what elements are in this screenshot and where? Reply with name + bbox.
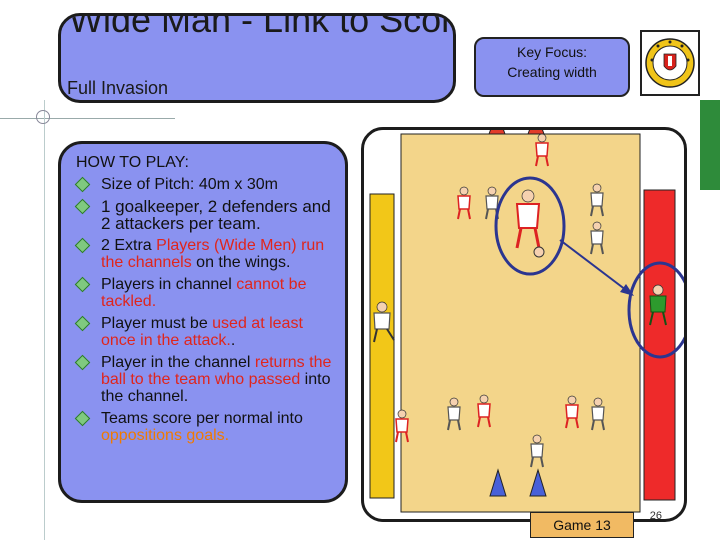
rule-text: returns the ball to the team who passed bbox=[101, 354, 332, 388]
game-label: Game 13 bbox=[530, 512, 634, 538]
red-player bbox=[565, 395, 579, 429]
slide-title: Wide Man - Link to Score bbox=[69, 13, 456, 40]
how-to-play-heading: HOW TO PLAY: bbox=[76, 154, 189, 171]
rule-text: cannot be tackled. bbox=[101, 276, 307, 310]
rule-item: Player must be used at least once in the… bbox=[73, 315, 341, 349]
bullet-diamond-icon bbox=[74, 176, 91, 193]
rule-text: Size of Pitch: 40m x 30m bbox=[101, 176, 278, 193]
rule-text: 2 Extra bbox=[101, 237, 157, 254]
white-player bbox=[591, 397, 605, 431]
rule-text: Teams score per normal into bbox=[101, 410, 303, 427]
rule-text: oppositions goals. bbox=[101, 427, 230, 444]
decorative-line bbox=[44, 100, 45, 540]
highlight-ring-attacker bbox=[494, 176, 566, 276]
red-player bbox=[515, 189, 545, 258]
bottom-left-goal bbox=[489, 468, 507, 497]
rule-text: into the channel. bbox=[101, 371, 331, 405]
rule-text: Players (Wide Men) run the channels bbox=[101, 237, 325, 271]
side-strip bbox=[700, 100, 720, 190]
decorative-line bbox=[0, 118, 175, 119]
bullet-diamond-icon bbox=[74, 354, 91, 371]
left-channel bbox=[369, 193, 395, 499]
bullet-diamond-icon bbox=[74, 315, 91, 332]
crest-icon bbox=[645, 38, 695, 88]
wide-man-right bbox=[649, 284, 667, 326]
rule-text: Player must be bbox=[101, 315, 213, 332]
rule-text: 1 goalkeeper, 2 defenders and 2 attacker… bbox=[101, 197, 331, 233]
title-panel: Wide Man - Link to Score Full Invasion bbox=[58, 13, 456, 103]
bottom-right-goal bbox=[529, 468, 547, 497]
bullet-diamond-icon bbox=[74, 237, 91, 254]
key-focus-title: Key Focus: bbox=[516, 44, 588, 60]
decorative-circle bbox=[36, 110, 50, 124]
white-player bbox=[590, 183, 604, 217]
page-number: 26 bbox=[649, 510, 662, 522]
red-player bbox=[395, 409, 409, 443]
rule-text: Players in channel bbox=[101, 276, 237, 293]
top-right-goal bbox=[527, 110, 545, 135]
arrow-head bbox=[620, 284, 634, 296]
slide-subtitle: Full Invasion bbox=[67, 78, 169, 98]
pitch-area bbox=[400, 133, 641, 513]
red-player bbox=[457, 186, 471, 220]
white-player bbox=[590, 221, 604, 255]
rule-text: on the wings. bbox=[191, 254, 291, 271]
red-player bbox=[477, 394, 491, 428]
bullet-diamond-icon bbox=[74, 410, 91, 427]
pass-arrow bbox=[559, 239, 627, 291]
rule-text: used at least once in the attack. bbox=[101, 315, 303, 349]
rules-list: Size of Pitch: 40m x 30m 1 goalkeeper, 2 … bbox=[73, 176, 341, 449]
pitch-diagram bbox=[361, 110, 693, 522]
pitch-svg bbox=[369, 110, 693, 513]
wide-man-left bbox=[373, 301, 395, 343]
rule-item: Players in channel cannot be tackled. bbox=[73, 276, 341, 310]
how-to-play-panel: HOW TO PLAY: Size of Pitch: 40m x 30m 1 g… bbox=[58, 141, 348, 503]
red-player bbox=[535, 133, 549, 167]
top-left-goal bbox=[488, 110, 506, 135]
bullet-diamond-icon bbox=[74, 276, 91, 293]
rule-item: Player in the channel returns the ball t… bbox=[73, 354, 341, 405]
key-focus-text: Creating width bbox=[507, 64, 597, 80]
rule-item: 2 Extra Players (Wide Men) run the chann… bbox=[73, 237, 341, 271]
white-player bbox=[530, 434, 544, 468]
rule-text: Player in the channel bbox=[101, 354, 255, 371]
white-player bbox=[447, 397, 461, 431]
right-channel bbox=[643, 189, 676, 501]
rule-item: Size of Pitch: 40m x 30m bbox=[73, 176, 341, 193]
bullet-diamond-icon bbox=[74, 198, 91, 215]
rule-text: . bbox=[230, 332, 236, 349]
club-logo bbox=[640, 30, 700, 96]
rule-item: 1 goalkeeper, 2 defenders and 2 attacker… bbox=[73, 198, 341, 232]
rule-item: Teams score per normal into oppositions … bbox=[73, 410, 341, 444]
key-focus-panel: Key Focus: Creating width bbox=[474, 37, 630, 97]
